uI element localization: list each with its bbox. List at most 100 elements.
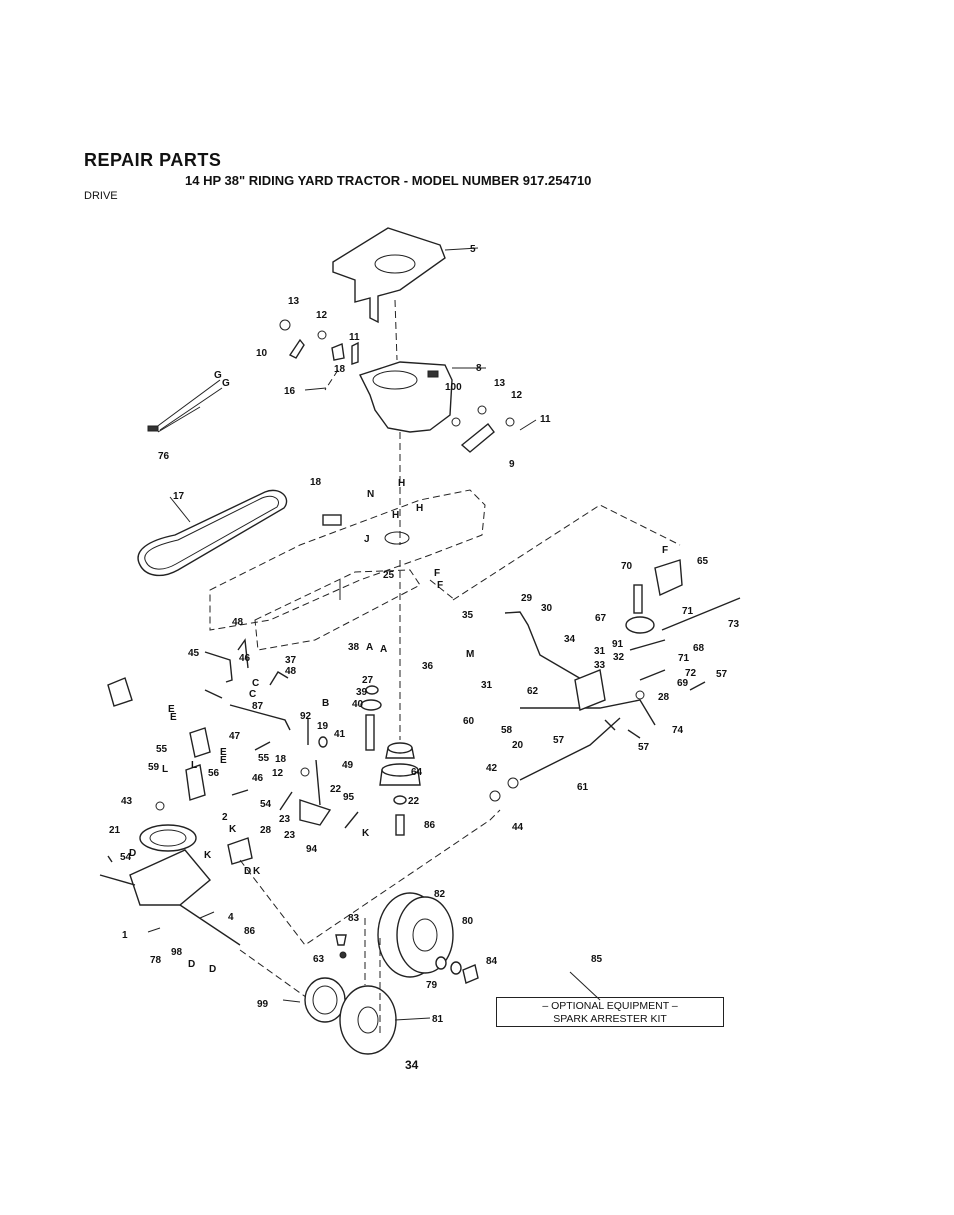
part-label: 37 xyxy=(285,655,297,666)
part-label: 22 xyxy=(408,796,420,807)
part-label: D xyxy=(188,959,195,970)
part-label: 70 xyxy=(621,561,633,572)
engine-part xyxy=(324,361,486,545)
part-label: 18 xyxy=(310,477,322,488)
part-label: 11 xyxy=(540,414,551,425)
part-label: 8 xyxy=(476,363,482,374)
part-label: 31 xyxy=(594,646,606,657)
part-label: 2 xyxy=(222,812,228,823)
part-label: K xyxy=(253,866,261,877)
optional-equipment-heading: – OPTIONAL EQUIPMENT – xyxy=(542,1000,678,1012)
part-label: 54 xyxy=(260,799,272,810)
part-label: E xyxy=(168,704,175,715)
part-label: 36 xyxy=(422,661,434,672)
part-label: 56 xyxy=(208,768,220,779)
part-label: 39 xyxy=(356,687,368,698)
part-label: K xyxy=(204,850,212,861)
part-label: E xyxy=(220,755,227,766)
brake-linkage xyxy=(107,638,359,865)
part-label: 12 xyxy=(272,768,284,779)
part-label: 74 xyxy=(672,725,684,736)
part-label: L xyxy=(162,764,168,775)
part-label: 76 xyxy=(158,451,170,462)
part-label: 47 xyxy=(229,731,241,742)
part-label: 40 xyxy=(352,699,364,710)
part-label: 33 xyxy=(594,660,606,671)
part-label: E xyxy=(170,712,177,723)
part-label: 92 xyxy=(300,711,312,722)
part-label: E xyxy=(220,747,227,758)
transmission-part xyxy=(99,809,501,1001)
part-label: 86 xyxy=(424,820,436,831)
section-label: DRIVE xyxy=(84,190,118,202)
part-label: M xyxy=(466,649,474,660)
part-label: 22 xyxy=(330,784,342,795)
part-label: 29 xyxy=(521,593,533,604)
part-label: 48 xyxy=(285,666,297,677)
part-label: 32 xyxy=(613,652,625,663)
part-label: F xyxy=(437,580,443,591)
part-label: 43 xyxy=(121,796,133,807)
part-label: 83 xyxy=(348,913,360,924)
belt-part xyxy=(137,489,288,577)
shroud-part xyxy=(332,227,479,361)
optional-equipment-box: – OPTIONAL EQUIPMENT – SPARK ARRESTER KI… xyxy=(496,997,724,1027)
part-label: 85 xyxy=(591,954,603,965)
part-label: 69 xyxy=(677,678,689,689)
page-number: 34 xyxy=(405,1058,419,1072)
part-label: 5 xyxy=(470,244,476,255)
part-label: 57 xyxy=(638,742,650,753)
part-label: D xyxy=(244,866,251,877)
part-label: 11 xyxy=(349,332,360,343)
part-label: N xyxy=(367,489,374,500)
part-label: 35 xyxy=(462,610,474,621)
part-label: 30 xyxy=(541,603,553,614)
part-label: J xyxy=(364,534,370,545)
part-label: F xyxy=(434,568,440,579)
part-label: 79 xyxy=(426,980,438,991)
part-label: 13 xyxy=(494,378,506,389)
part-label: 57 xyxy=(716,669,728,680)
part-label: 44 xyxy=(512,822,524,833)
part-label: A xyxy=(366,642,373,653)
part-label: 23 xyxy=(279,814,291,825)
part-label: 95 xyxy=(343,792,355,803)
bracket-parts xyxy=(279,319,537,453)
page-title: REPAIR PARTS xyxy=(84,150,222,170)
part-label: 20 xyxy=(512,740,524,751)
part-label: 100 xyxy=(445,382,462,393)
part-label: 48 xyxy=(232,617,244,628)
frame-part xyxy=(209,489,486,651)
part-label: 72 xyxy=(685,668,697,679)
part-label: 27 xyxy=(362,675,374,686)
part-label: 18 xyxy=(275,754,287,765)
part-label: 82 xyxy=(434,889,446,900)
part-label: G xyxy=(214,370,222,381)
part-label: 65 xyxy=(697,556,709,567)
part-label: 31 xyxy=(481,680,493,691)
part-label: 12 xyxy=(511,390,523,401)
part-label: 61 xyxy=(577,782,589,793)
part-label: H xyxy=(416,503,423,514)
part-label: 25 xyxy=(383,570,395,581)
part-label: 46 xyxy=(239,653,251,664)
part-label: D xyxy=(209,964,216,975)
part-label: 38 xyxy=(348,642,360,653)
page-subtitle: 14 HP 38" RIDING YARD TRACTOR - MODEL NU… xyxy=(185,173,592,188)
part-label: 13 xyxy=(288,296,300,307)
part-label: 67 xyxy=(595,613,607,624)
part-label: C xyxy=(252,678,259,689)
part-label: 46 xyxy=(252,773,264,784)
cable-part xyxy=(147,379,223,433)
part-label: G xyxy=(222,378,230,389)
part-label: 62 xyxy=(527,686,539,697)
pulley-stack xyxy=(360,560,421,836)
part-label: L xyxy=(191,760,197,771)
part-label: 16 xyxy=(284,386,296,397)
part-label: F xyxy=(662,545,668,556)
part-label: 1 xyxy=(122,930,128,941)
part-label: 45 xyxy=(188,648,200,659)
part-label: 19 xyxy=(317,721,329,732)
spark-arrester-kit-label: SPARK ARRESTER KIT xyxy=(553,1013,667,1025)
